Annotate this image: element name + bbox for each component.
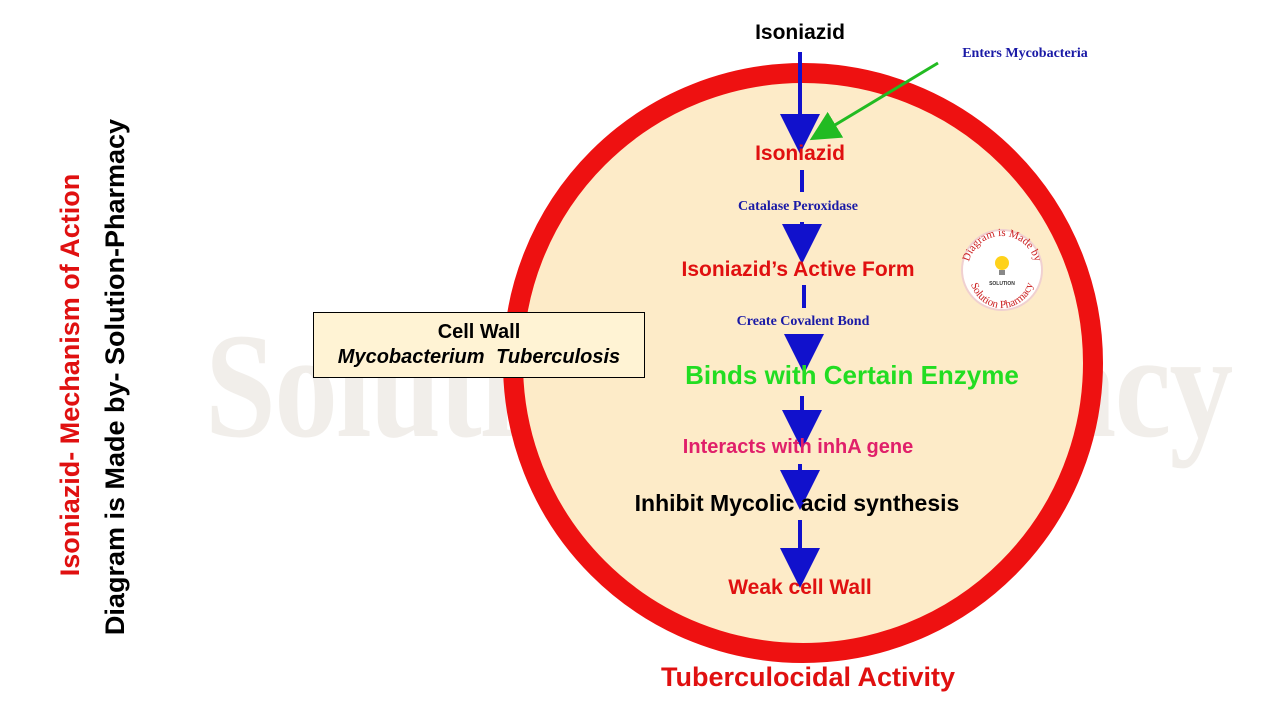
cell-wall-label: Cell Wall	[437, 321, 521, 343]
enters-note: Enters Mycobacteria	[962, 46, 1088, 61]
cell-wall-box: Cell Wall Mycobacterium Tuberculosis	[313, 312, 645, 378]
interacts-label: Interacts with inhA gene	[682, 436, 914, 458]
enters-pointer-arrow	[809, 61, 939, 141]
binds-label: Binds with Certain Enzyme	[685, 360, 1019, 390]
covalent-note: Create Covalent Bond	[736, 314, 870, 329]
drug-outside-label: Isoniazid	[755, 21, 845, 44]
drug-inside-label: Isoniazid	[755, 142, 845, 165]
active-form-label: Isoniazid’s Active Form	[681, 258, 915, 281]
badge-center-text: SOLUTION	[989, 281, 1015, 287]
catalase-note: Catalase Peroxidase	[738, 199, 858, 214]
credit-title: Diagram is Made by- Solution-Pharmacy	[100, 118, 130, 636]
organism-label: Mycobacterium Tuberculosis	[337, 346, 621, 368]
main-title: Isoniazid- Mechanism of Action	[55, 173, 85, 577]
inhibit-label: Inhibit Mycolic acid synthesis	[634, 490, 960, 516]
outcome-label: Tuberculocidal Activity	[660, 662, 956, 692]
result-label: Weak cell Wall	[728, 576, 872, 599]
lightbulb-icon	[995, 256, 1009, 270]
